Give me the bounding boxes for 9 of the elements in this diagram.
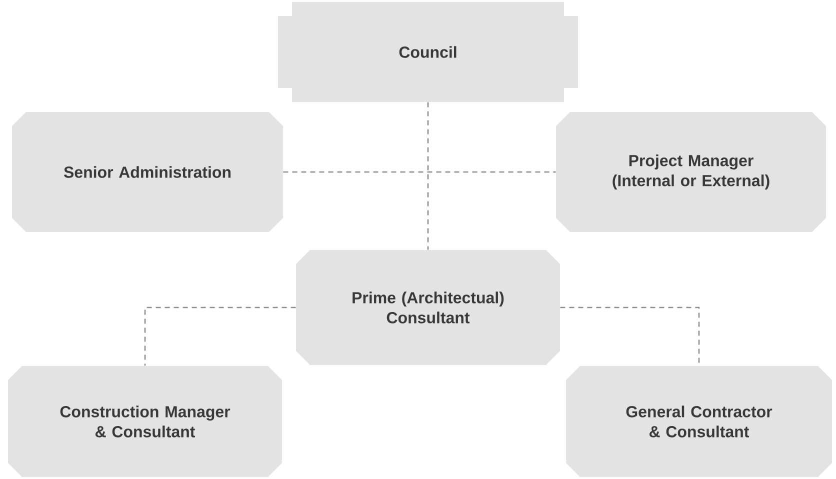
org-box: Council (278, 2, 578, 102)
connector-line (427, 102, 429, 250)
org-box: Prime (Architectual) Consultant (296, 250, 560, 365)
org-box: Construction Manager & Consultant (8, 366, 282, 477)
connector-line (144, 306, 296, 366)
org-box: Senior Administration (12, 112, 283, 232)
connector-line (283, 171, 556, 173)
org-box: Project Manager (Internal or External) (556, 112, 826, 232)
org-box: General Contractor & Consultant (566, 366, 832, 477)
